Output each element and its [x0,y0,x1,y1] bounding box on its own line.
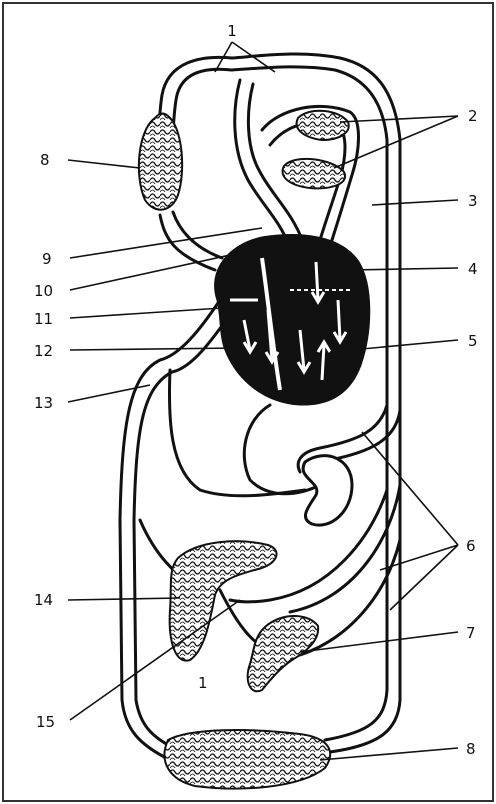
label-9: 9 [42,250,52,268]
capillary-bed-lung-2 [283,159,345,188]
label-14: 14 [34,591,53,609]
label-2: 2 [468,107,478,125]
label-8-left: 8 [40,151,50,169]
vessel-pulmonary-artery [235,80,290,248]
heart-body [216,236,369,404]
label-8-bottom: 8 [466,740,476,758]
label-6: 6 [466,537,476,555]
label-11: 11 [34,310,53,328]
heart [216,236,369,404]
label-7: 7 [466,624,476,642]
label-1-top: 1 [227,22,237,40]
capillary-bed-lower-body [164,730,330,788]
label-4: 4 [468,260,478,278]
label-12: 12 [34,342,53,360]
label-10: 10 [34,282,53,300]
label-1-inner: 1 [198,674,208,692]
label-15: 15 [36,713,55,731]
capillary-bed-head [139,114,182,210]
label-3: 3 [468,192,478,210]
vessel-descending-aorta [330,400,400,752]
label-5: 5 [468,332,478,350]
capillary-bed-lung-1 [297,111,349,140]
label-13: 13 [34,394,53,412]
